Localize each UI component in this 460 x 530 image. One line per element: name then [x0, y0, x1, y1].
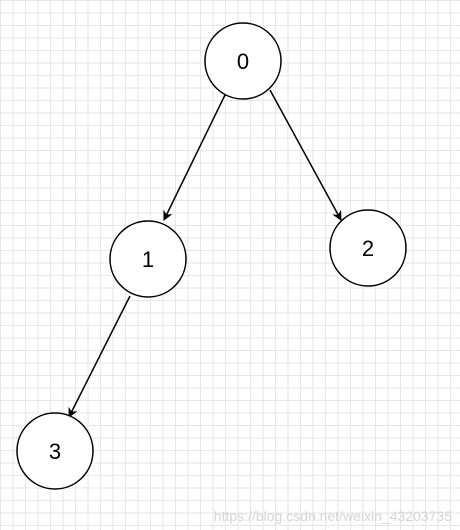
tree-node-0: 0	[204, 22, 282, 100]
node-label: 3	[49, 439, 61, 464]
edge-1-to-3	[68, 295, 131, 418]
node-label: 0	[237, 49, 249, 74]
tree-node-2: 2	[329, 209, 407, 287]
edge-0-to-2	[269, 89, 342, 221]
watermark-text: https://blog.csdn.net/weixin_43203735	[213, 508, 452, 524]
node-circle	[204, 22, 282, 100]
node-label: 1	[142, 247, 154, 272]
node-circle	[329, 209, 407, 287]
node-circle	[109, 220, 187, 298]
node-circle	[16, 412, 94, 490]
edge-0-to-1	[163, 94, 226, 221]
node-label: 2	[362, 236, 374, 261]
tree-node-1: 1	[109, 220, 187, 298]
tree-node-3: 3	[16, 412, 94, 490]
